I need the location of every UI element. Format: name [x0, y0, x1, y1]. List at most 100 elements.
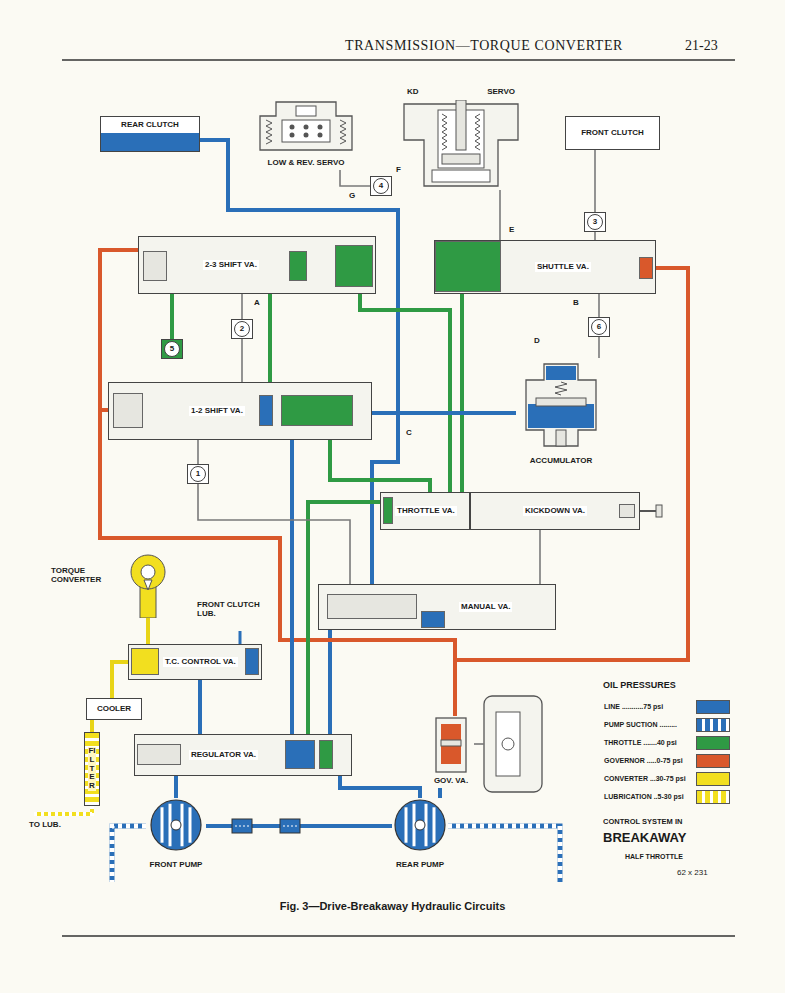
lube-line — [34, 806, 92, 814]
drawing-part — [405, 807, 408, 842]
page-title: TRANSMISSION—TORQUE CONVERTER — [345, 38, 623, 54]
valve-land — [639, 257, 653, 279]
port-letter: E — [508, 225, 515, 234]
oil-line — [241, 294, 243, 319]
drawing-part — [441, 724, 461, 764]
text-holder: 3 — [585, 213, 605, 231]
legend-swatch — [696, 754, 730, 768]
text-holder: TORQUE CONVERTER — [50, 566, 114, 584]
check-valve — [232, 819, 252, 833]
node-label: REAR PUMP — [395, 860, 445, 869]
drawing-part — [151, 800, 201, 850]
legend-swatch — [696, 736, 730, 750]
governor-shaft — [502, 738, 514, 750]
drawing-part — [428, 716, 474, 774]
port-letter: B — [572, 298, 580, 307]
legend-heading: OIL PRESSURES — [602, 680, 677, 690]
drawing-part — [475, 114, 480, 150]
drawing-part — [290, 125, 295, 130]
valve-land — [421, 611, 445, 628]
port-letter: A — [253, 298, 261, 307]
footer-rule — [62, 935, 735, 936]
node-label: 1-2 SHIFT VA. — [189, 406, 245, 415]
drawing-part — [282, 120, 330, 142]
suction-stripe — [448, 826, 560, 882]
oil-line — [455, 268, 688, 716]
valve-land — [281, 395, 353, 426]
page-number: 21-23 — [684, 38, 719, 54]
node-label: SHUTTLE VA. — [535, 262, 591, 271]
node-label: TORQUE CONVERTER — [50, 566, 114, 584]
text-holder: FRONT CLUTCH — [566, 117, 659, 149]
drawing-part — [191, 467, 206, 482]
text-holder: REAR CLUTCH — [101, 117, 199, 151]
oil-line — [372, 411, 516, 415]
node-label: GOV. VA. — [433, 776, 469, 785]
oil-line — [146, 618, 150, 644]
node-label: 1 — [196, 469, 200, 478]
valve-land — [259, 395, 273, 426]
figure-code: 62 x 231 — [676, 868, 709, 877]
valve-body: SHUTTLE VA. — [434, 240, 656, 294]
drawing-part — [161, 807, 164, 842]
check-ball: 3 — [584, 212, 606, 232]
check-valve-spring — [283, 826, 297, 827]
valve-land — [285, 740, 315, 769]
oil-line — [539, 530, 541, 584]
node-label: 2 — [240, 324, 244, 333]
drawing-part — [131, 555, 165, 589]
status-note: CONTROL SYSTEM IN — [602, 818, 683, 827]
node-label: FILTER — [88, 747, 96, 791]
text-holder: 1 — [188, 465, 208, 483]
valve-land — [289, 251, 307, 281]
drawing-part — [398, 100, 524, 190]
oil-line — [100, 250, 455, 716]
text-holder: LOW & REV. SERVO — [252, 156, 360, 170]
drawing-part — [290, 133, 295, 138]
pump-figure: FRONT PUMP — [146, 798, 206, 872]
text-holder: GOV. VA. — [428, 774, 474, 788]
oil-line — [460, 294, 464, 492]
drawing-part — [395, 800, 445, 850]
valve-land — [383, 497, 393, 524]
valve-land — [319, 740, 333, 769]
node-label: KD — [406, 87, 420, 96]
drawing-part — [528, 404, 594, 428]
drawing-part — [189, 807, 192, 842]
drawing-part — [165, 342, 180, 357]
governor-weight — [496, 712, 520, 776]
text-holder: ACCUMULATOR — [516, 454, 606, 468]
cooler-box: COOLER — [86, 698, 142, 720]
legend-swatch — [696, 700, 730, 714]
drawing-part — [592, 320, 607, 335]
clutch-box: FRONT CLUTCH — [565, 116, 660, 150]
text-holder: FILTER — [85, 733, 99, 805]
oil-line — [330, 440, 430, 492]
node-label: 4 — [379, 181, 383, 190]
header-rule — [62, 59, 735, 60]
drawing-part — [516, 358, 606, 450]
check-ball: 2 — [231, 319, 253, 339]
port-letter: F — [395, 165, 402, 174]
check-ball: 5 — [161, 339, 183, 359]
oil-line — [328, 630, 332, 734]
status-title: BREAKAWAY — [602, 831, 687, 846]
port-letter: D — [533, 336, 541, 345]
oil-line — [594, 232, 596, 240]
text-holder: COOLER — [87, 699, 141, 719]
drawing-part — [415, 820, 425, 830]
text-holder: 1-2 SHIFT VA. — [109, 383, 371, 439]
drawing-part — [442, 114, 447, 150]
drawing-part — [374, 179, 389, 194]
legend-text: PUMP SUCTION ......... — [604, 721, 677, 729]
node-label: LOW & REV. SERVO — [267, 158, 346, 167]
drawing-part — [235, 322, 250, 337]
drawing-part — [546, 366, 576, 380]
oil-line — [241, 339, 243, 382]
text-holder: 2-3 SHIFT VA. — [139, 237, 375, 293]
drawing-part — [526, 364, 596, 446]
oil-line — [198, 484, 350, 584]
oil-line — [360, 294, 450, 492]
drawing-part — [432, 170, 490, 182]
